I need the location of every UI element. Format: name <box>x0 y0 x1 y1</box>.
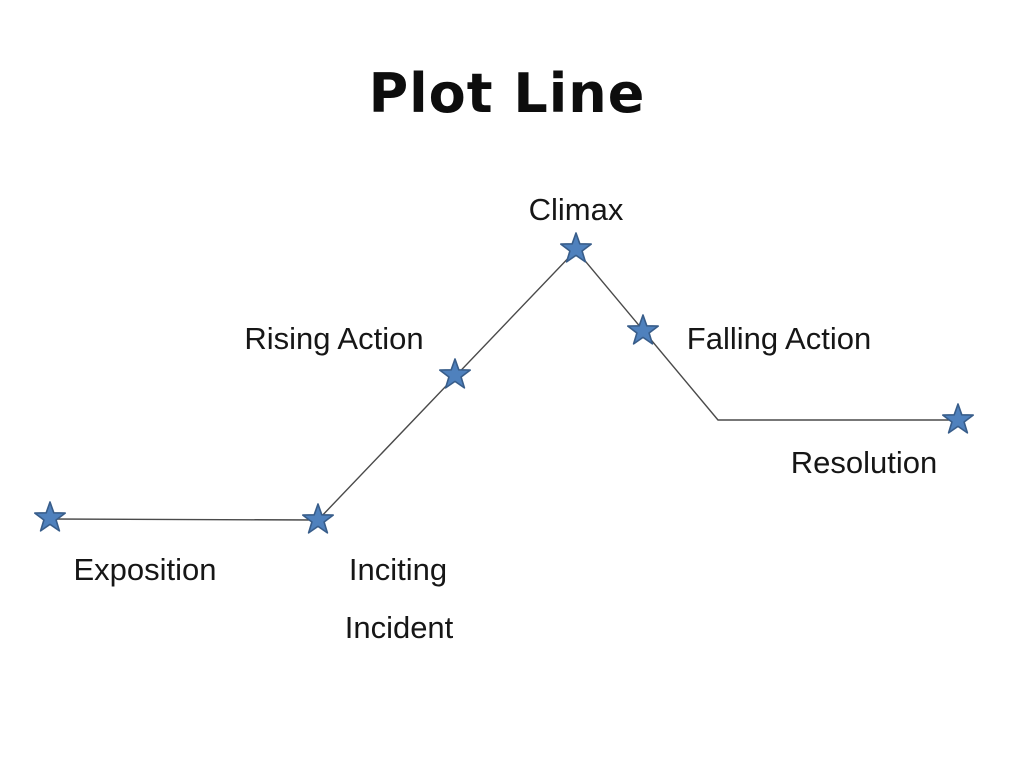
label-climax: Climax <box>528 192 624 227</box>
label-falling-action: Falling Action <box>686 321 872 356</box>
label-rising-action: Rising Action <box>244 321 424 356</box>
label-inciting-line2: Incident <box>344 610 454 645</box>
falling-action-star-icon <box>627 314 659 345</box>
resolution-star-icon <box>942 403 974 434</box>
climax-star-icon <box>560 232 592 263</box>
inciting-incident-star-icon <box>302 503 334 534</box>
slide-title: Plot Line <box>368 62 646 125</box>
rising-action-star-icon <box>439 358 471 389</box>
label-inciting-line1: Inciting <box>348 552 448 587</box>
exposition-star-icon <box>34 501 66 532</box>
label-exposition: Exposition <box>73 552 217 587</box>
label-resolution: Resolution <box>790 445 938 480</box>
